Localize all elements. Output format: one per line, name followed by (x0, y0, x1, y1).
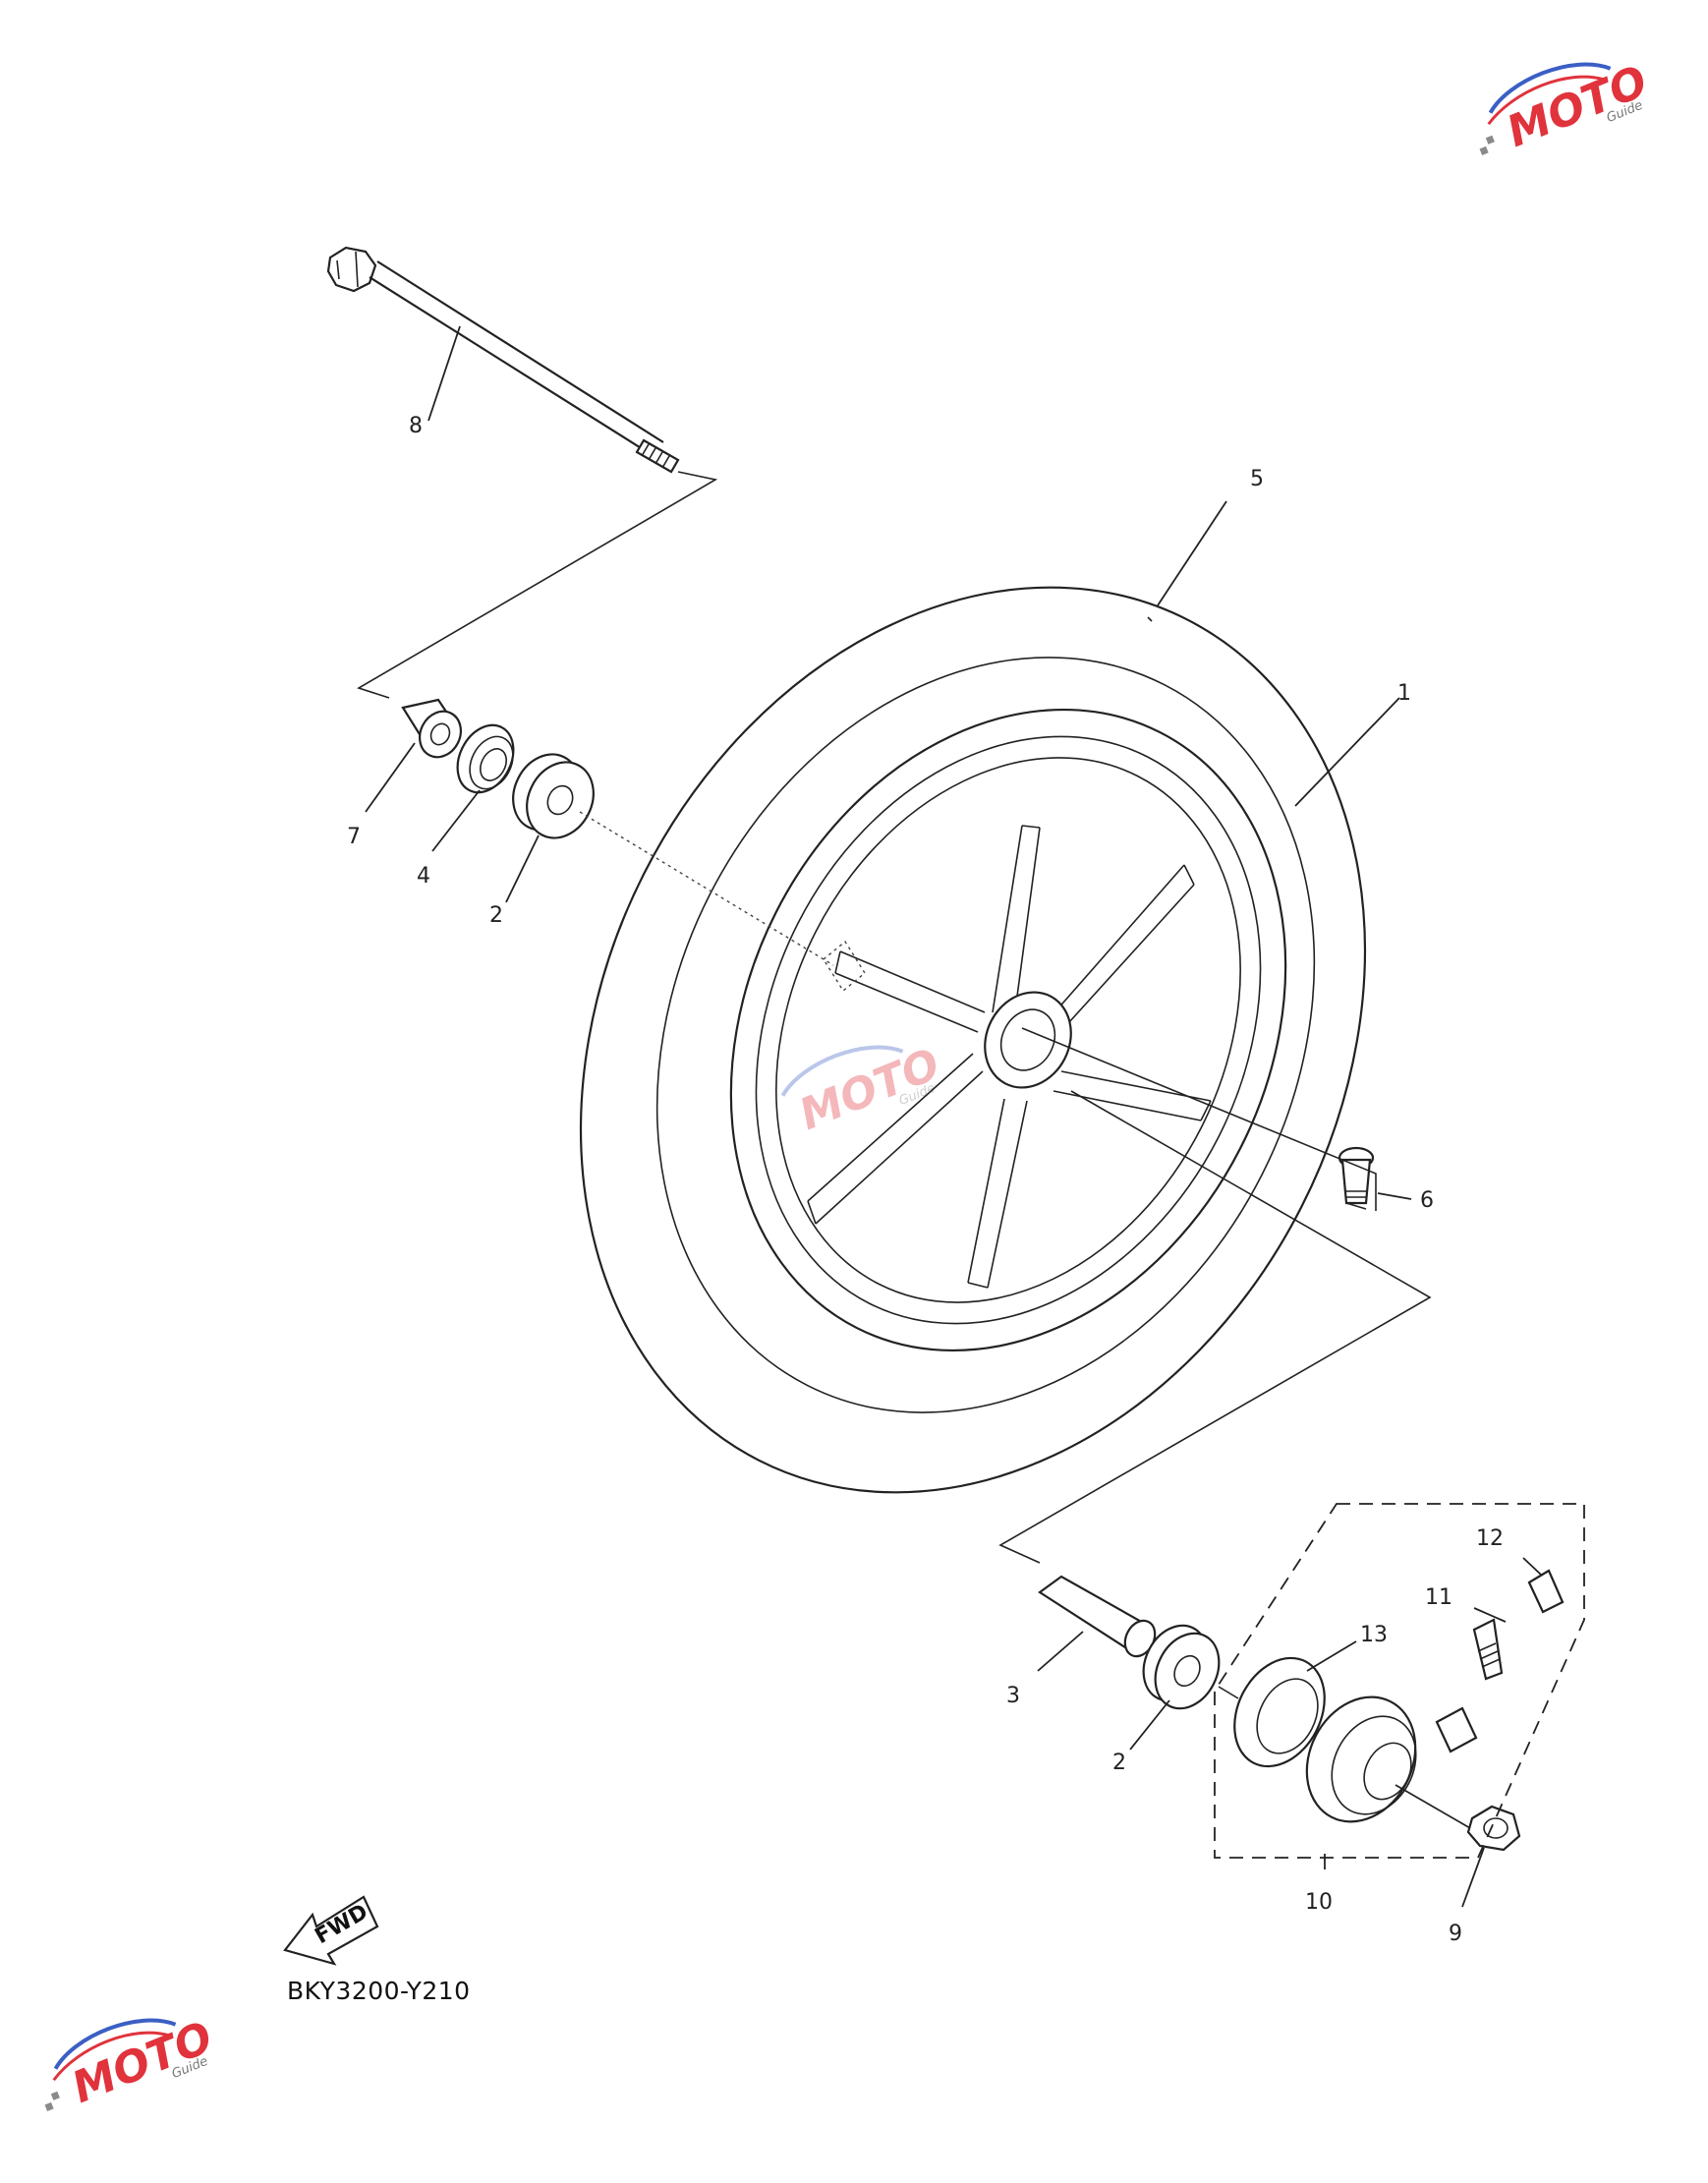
callout-4: 4 (417, 864, 430, 889)
callout-2-upper: 2 (489, 903, 503, 928)
callout-12: 12 (1476, 1526, 1504, 1551)
callout-7: 7 (347, 825, 361, 849)
watermark-logo-center: MOTO Guide (780, 1039, 946, 1140)
leader-lines (365, 325, 1542, 1908)
valve (1338, 1146, 1375, 1210)
callout-2-lower: 2 (1112, 1751, 1126, 1775)
callouts: 1 2 2 3 4 5 6 7 8 9 10 11 12 13 (347, 414, 1504, 1946)
oil-seal (456, 723, 515, 794)
gear-shaft (1472, 1618, 1504, 1681)
watermark-logo-top-right: MOTO Guide (1479, 56, 1654, 157)
callout-5: 5 (1250, 467, 1264, 491)
fwd-arrow-icon: FWD (283, 1895, 379, 1966)
axle (326, 246, 680, 474)
callout-3: 3 (1006, 1684, 1020, 1708)
collar (401, 698, 462, 759)
guide-lines (357, 471, 1471, 1829)
bearing-lower (1142, 1624, 1221, 1710)
centerline-upper (579, 811, 834, 966)
callout-13: 13 (1360, 1623, 1388, 1647)
callout-10: 10 (1305, 1890, 1333, 1915)
callout-8: 8 (409, 414, 423, 438)
callout-11: 11 (1425, 1585, 1452, 1610)
spacer-long (1038, 1575, 1157, 1658)
bearing-upper (512, 753, 595, 839)
callout-9: 9 (1449, 1922, 1462, 1946)
callout-6: 6 (1420, 1188, 1434, 1213)
watermark-logo-bottom-left: MOTO Guide (44, 2012, 219, 2113)
meter-gear-unit (1305, 1695, 1478, 1823)
seal-ring (1233, 1656, 1326, 1768)
nut (1466, 1805, 1521, 1852)
tire (579, 586, 1367, 1494)
wheel-rim (729, 708, 1287, 1352)
cap (1527, 1569, 1565, 1614)
callout-1: 1 (1397, 681, 1411, 706)
reference-code: BKY3200-Y210 (287, 1977, 471, 2005)
